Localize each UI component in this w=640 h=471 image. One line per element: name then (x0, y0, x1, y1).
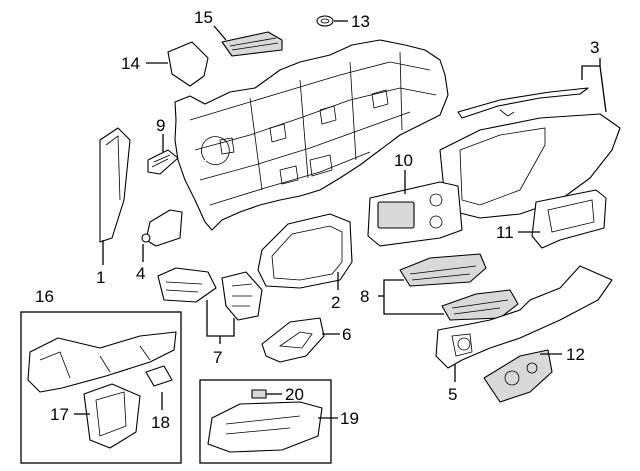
part-15-speaker-grille (221, 31, 283, 57)
callout-4: 4 (136, 244, 145, 283)
callout-label: 8 (360, 287, 369, 306)
callout-6: 6 (322, 325, 351, 344)
part-8-center-vents (399, 253, 519, 321)
part-11-storage-bin (531, 189, 607, 249)
callout-label: 5 (448, 385, 457, 404)
part-16-glove-box-components (27, 331, 177, 393)
part-7-vent-assembly (157, 267, 263, 321)
callout-14: 14 (121, 54, 168, 73)
callout-20: 20 (266, 385, 304, 404)
callout-label: 2 (331, 293, 340, 312)
callout-16: 16 (35, 287, 54, 306)
callout-label: 1 (96, 268, 105, 287)
callout-label: 20 (285, 385, 304, 404)
callout-2: 2 (331, 272, 340, 312)
callout-label: 17 (50, 405, 69, 424)
callout-label: 10 (394, 151, 413, 170)
instrument-panel-frame (174, 39, 449, 231)
part-4-bracket (141, 209, 183, 247)
part-20-clip (251, 389, 267, 399)
callout-label: 18 (151, 413, 170, 432)
part-19-lower-panel (207, 401, 323, 453)
lower-panel-group-frame (199, 379, 332, 464)
callout-label: 14 (121, 54, 140, 73)
callout-label: 3 (590, 38, 599, 57)
callout-5: 5 (448, 364, 457, 404)
callout-label: 13 (351, 12, 370, 31)
part-17-glove-box-door (83, 383, 141, 449)
glove-box-group-frame (20, 311, 182, 464)
part-2-cluster-bezel (257, 213, 353, 289)
callout-label: 7 (213, 348, 222, 367)
callout-label: 9 (156, 116, 165, 135)
part-13-grommet (316, 15, 334, 27)
callout-3: 3 (581, 38, 607, 113)
callout-label: 6 (342, 325, 351, 344)
callout-18: 18 (151, 392, 170, 432)
part-12-switch-bezel (483, 349, 553, 403)
callout-label: 16 (35, 287, 54, 306)
callout-label: 19 (340, 409, 359, 428)
callout-7: 7 (206, 300, 235, 367)
callout-11: 11 (496, 223, 540, 242)
part-18-latch (145, 365, 173, 387)
part-10-center-trim (367, 181, 463, 247)
callout-10: 10 (394, 151, 413, 194)
callout-label: 15 (194, 8, 213, 27)
callout-label: 4 (136, 264, 145, 283)
callout-label: 11 (496, 223, 514, 242)
callout-17: 17 (50, 405, 90, 424)
callout-8: 8 (360, 279, 444, 315)
callout-13: 13 (334, 12, 370, 31)
part-1-end-cap (99, 127, 131, 243)
callout-12: 12 (540, 345, 585, 364)
callout-15: 15 (194, 8, 227, 41)
callout-1: 1 (96, 240, 105, 287)
callout-19: 19 (318, 409, 359, 428)
part-14-cover (167, 41, 209, 87)
callout-9: 9 (156, 116, 165, 152)
part-9-side-vent (147, 149, 179, 175)
callout-label: 12 (566, 345, 585, 364)
part-6-bracket (261, 317, 325, 363)
